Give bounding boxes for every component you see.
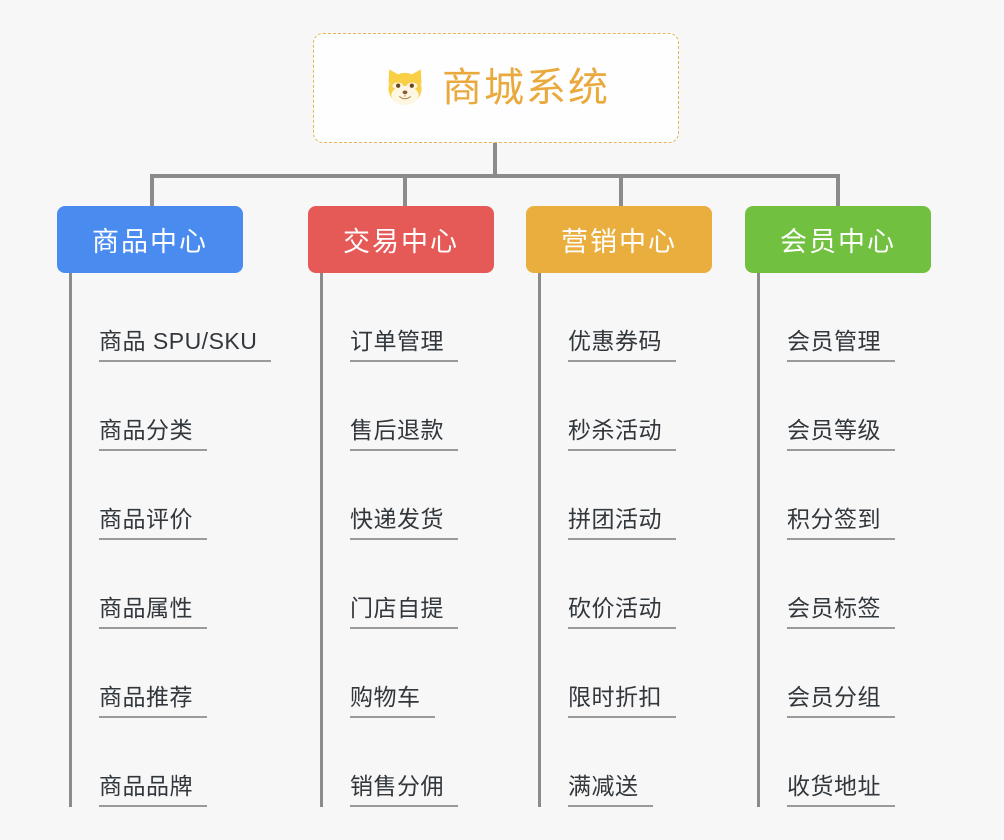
- leaf-label: 收货地址: [787, 773, 895, 807]
- leaf-item[interactable]: 商品评价: [69, 451, 243, 540]
- leaf-label: 优惠券码: [568, 328, 676, 362]
- leaf-label: 商品分类: [99, 417, 207, 451]
- leaf-item[interactable]: 会员标签: [757, 540, 931, 629]
- leaf-label: 商品 SPU/SKU: [99, 328, 272, 362]
- leaf-item[interactable]: 门店自提: [320, 540, 494, 629]
- leaf-list-member: 会员管理 会员等级 积分签到 会员标签 会员分组 收货地址: [757, 273, 931, 807]
- leaf-item[interactable]: 会员等级: [757, 362, 931, 451]
- leaf-label: 会员等级: [787, 417, 895, 451]
- leaf-label: 会员标签: [787, 595, 895, 629]
- connector-drop-3: [836, 174, 840, 208]
- connector-drop-2: [619, 174, 623, 208]
- branch-column-trade: 交易中心 订单管理 售后退款 快递发货 门店自提 购物车 销售分佣: [308, 206, 494, 807]
- root-node[interactable]: 商城系统: [313, 33, 679, 143]
- branch-column-member: 会员中心 会员管理 会员等级 积分签到 会员标签 会员分组 收货地址: [745, 206, 931, 807]
- leaf-spine: [69, 273, 72, 807]
- leaf-item[interactable]: 订单管理: [320, 273, 494, 362]
- shiba-dog-face-icon: [388, 69, 422, 106]
- leaf-label: 商品品牌: [99, 773, 207, 807]
- category-label: 交易中心: [343, 227, 459, 257]
- leaf-list-trade: 订单管理 售后退款 快递发货 门店自提 购物车 销售分佣: [320, 273, 494, 807]
- category-header-marketing[interactable]: 营销中心: [526, 206, 712, 273]
- leaf-label: 订单管理: [350, 328, 458, 362]
- leaf-label: 限时折扣: [568, 684, 676, 718]
- leaf-label: 商品推荐: [99, 684, 207, 718]
- category-header-product[interactable]: 商品中心: [57, 206, 243, 273]
- leaf-item[interactable]: 限时折扣: [538, 629, 712, 718]
- leaf-label: 商品属性: [99, 595, 207, 629]
- category-label: 营销中心: [561, 227, 677, 257]
- leaf-list-marketing: 优惠券码 秒杀活动 拼团活动 砍价活动 限时折扣 满减送: [538, 273, 712, 807]
- category-header-member[interactable]: 会员中心: [745, 206, 931, 273]
- category-label: 会员中心: [780, 227, 896, 257]
- leaf-item[interactable]: 优惠券码: [538, 273, 712, 362]
- leaf-item[interactable]: 商品推荐: [69, 629, 243, 718]
- leaf-label: 积分签到: [787, 506, 895, 540]
- branch-column-product: 商品中心 商品 SPU/SKU 商品分类 商品评价 商品属性 商品推荐 商品品牌: [57, 206, 272, 807]
- leaf-item[interactable]: 收货地址: [757, 718, 931, 807]
- leaf-item[interactable]: 快递发货: [320, 451, 494, 540]
- leaf-item[interactable]: 拼团活动: [538, 451, 712, 540]
- leaf-list-product: 商品 SPU/SKU 商品分类 商品评价 商品属性 商品推荐 商品品牌: [69, 273, 272, 807]
- leaf-label: 会员管理: [787, 328, 895, 362]
- leaf-item[interactable]: 会员管理: [757, 273, 931, 362]
- leaf-spine: [757, 273, 760, 807]
- leaf-label: 购物车: [350, 684, 435, 718]
- leaf-item[interactable]: 售后退款: [320, 362, 494, 451]
- leaf-spine: [320, 273, 323, 807]
- connector-horizontal-bar: [150, 174, 840, 178]
- leaf-item[interactable]: 会员分组: [757, 629, 931, 718]
- leaf-label: 砍价活动: [568, 595, 676, 629]
- connector-drop-1: [403, 174, 407, 208]
- leaf-label: 售后退款: [350, 417, 458, 451]
- leaf-item[interactable]: 购物车: [320, 629, 494, 718]
- leaf-label: 门店自提: [350, 595, 458, 629]
- connector-drop-0: [150, 174, 154, 208]
- leaf-item[interactable]: 商品 SPU/SKU: [69, 273, 272, 362]
- leaf-label: 会员分组: [787, 684, 895, 718]
- leaf-item[interactable]: 满减送: [538, 718, 712, 807]
- leaf-label: 秒杀活动: [568, 417, 676, 451]
- connector-root-stem: [493, 143, 497, 177]
- leaf-label: 快递发货: [350, 506, 458, 540]
- leaf-label: 满减送: [568, 773, 653, 807]
- leaf-item[interactable]: 商品品牌: [69, 718, 243, 807]
- leaf-item[interactable]: 商品属性: [69, 540, 243, 629]
- leaf-item[interactable]: 秒杀活动: [538, 362, 712, 451]
- root-title: 商城系统: [442, 66, 610, 110]
- leaf-item[interactable]: 积分签到: [757, 451, 931, 540]
- category-header-trade[interactable]: 交易中心: [308, 206, 494, 273]
- leaf-label: 商品评价: [99, 506, 207, 540]
- leaf-label: 销售分佣: [350, 773, 458, 807]
- leaf-spine: [538, 273, 541, 807]
- leaf-item[interactable]: 商品分类: [69, 362, 243, 451]
- leaf-item[interactable]: 砍价活动: [538, 540, 712, 629]
- category-label: 商品中心: [92, 227, 208, 257]
- branch-column-marketing: 营销中心 优惠券码 秒杀活动 拼团活动 砍价活动 限时折扣 满减送: [526, 206, 712, 807]
- leaf-item[interactable]: 销售分佣: [320, 718, 494, 807]
- leaf-label: 拼团活动: [568, 506, 676, 540]
